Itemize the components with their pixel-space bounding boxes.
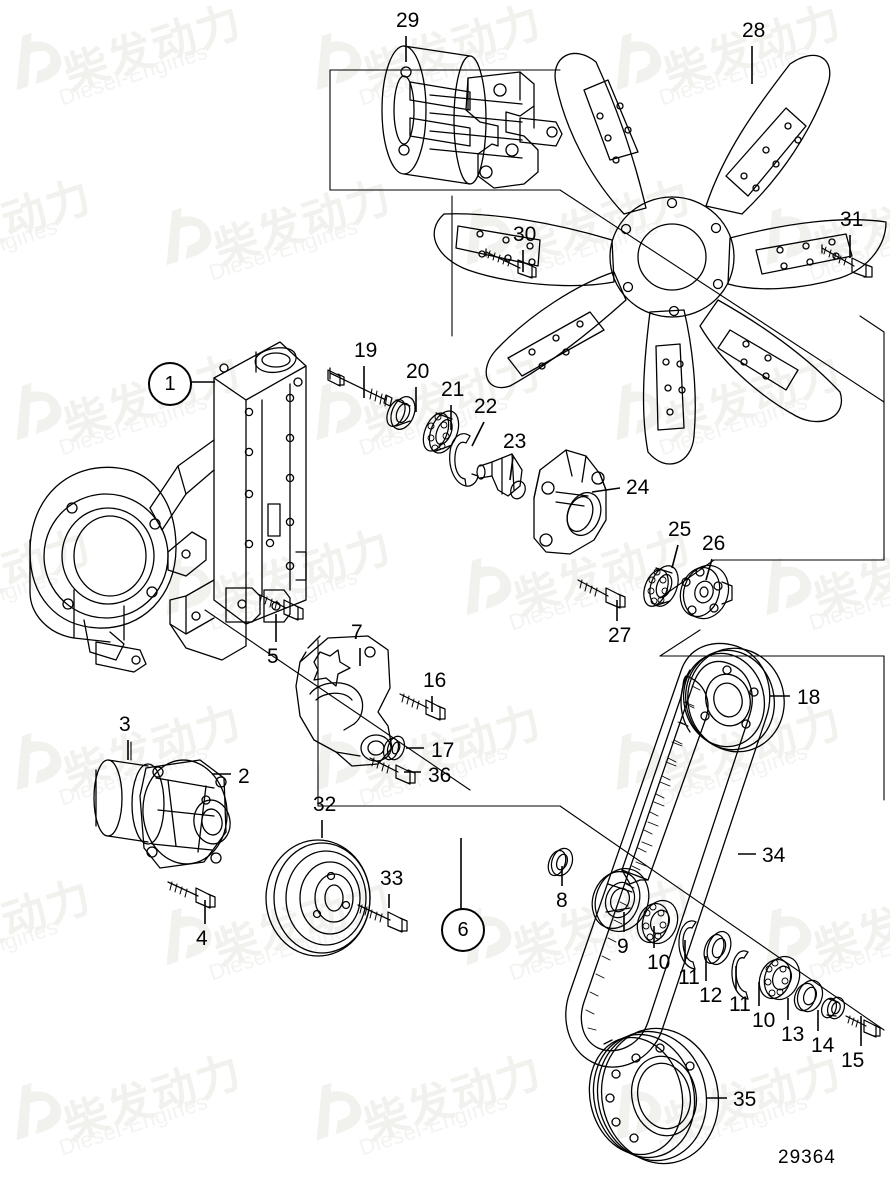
- callout-number-31: 31: [840, 208, 864, 231]
- part-35-crank-pulley: [588, 1027, 720, 1165]
- part-32-pump-pulley: [265, 839, 371, 957]
- callout-number-8: 8: [556, 889, 568, 912]
- callout-number-18: 18: [797, 686, 821, 709]
- callout-number-9: 9: [617, 935, 629, 958]
- callout-number-34: 34: [762, 844, 786, 867]
- leader-line-23: [509, 456, 514, 481]
- part-1-bracket-housing: [29, 341, 307, 673]
- callout-number-26: 26: [702, 532, 726, 555]
- drawing-number: 29364: [778, 1147, 836, 1168]
- callout-number-10: 10: [647, 951, 671, 974]
- leader-line-25: [671, 544, 679, 569]
- callout-number-30: 30: [513, 223, 537, 246]
- part-3-impeller-housing: [93, 759, 165, 845]
- part-8-washer: [547, 847, 574, 877]
- part-9-idler-pulley: [591, 868, 650, 932]
- balloon-6: 6: [441, 908, 485, 952]
- part-14-bushing: [820, 996, 846, 1020]
- callout-number-3: 3: [119, 713, 131, 736]
- part-2-water-pump: [139, 759, 231, 869]
- part-27-screw: [577, 579, 626, 609]
- callout-number-20: 20: [406, 360, 430, 383]
- callout-number-21: 21: [441, 378, 465, 401]
- callout-number-23: 23: [503, 430, 527, 453]
- callout-number-12: 12: [699, 984, 723, 1007]
- callout-number-4: 4: [196, 927, 208, 950]
- balloon-1: 1: [148, 362, 192, 406]
- callout-number-35: 35: [733, 1088, 757, 1111]
- callout-number-15: 15: [841, 1049, 865, 1072]
- callout-number-22: 22: [474, 395, 498, 418]
- callout-number-2: 2: [238, 765, 250, 788]
- callout-number-28: 28: [742, 19, 766, 42]
- part-15-screw: [845, 1015, 881, 1038]
- callout-number-25: 25: [668, 518, 692, 541]
- callout-number-5: 5: [267, 645, 279, 668]
- part-26-hub-flange: [679, 564, 733, 620]
- callout-number-36: 36: [428, 764, 452, 787]
- leader-line-22: [471, 421, 485, 447]
- callout-number-17: 17: [431, 739, 455, 762]
- part-5-screw: [257, 593, 304, 621]
- part-36-screw: [369, 757, 416, 785]
- part-29-fan-hub: [381, 45, 563, 189]
- callout-number-24: 24: [626, 476, 650, 499]
- part-11-circlip-a: [678, 920, 697, 970]
- callout-number-27: 27: [608, 624, 632, 647]
- leader-line-24: [591, 487, 621, 493]
- callout-number-11: 11: [729, 993, 751, 1016]
- callout-number-32: 32: [313, 793, 337, 816]
- part-20-washer: [386, 396, 416, 430]
- callout-number-14: 14: [811, 1034, 835, 1057]
- part-12-spacer: [703, 930, 732, 966]
- callout-number-11: 11: [678, 966, 700, 989]
- callout-number-13: 13: [781, 1023, 805, 1046]
- callout-number-7: 7: [351, 621, 363, 644]
- callout-number-29: 29: [396, 9, 420, 32]
- part-24-fan-drive-bracket: [533, 449, 607, 555]
- part-13-washer: [793, 979, 824, 1013]
- part-10-ball-bearing-a: [636, 899, 679, 945]
- part-17-washer: [382, 735, 406, 761]
- callout-number-33: 33: [380, 867, 404, 890]
- part-33-screw: [357, 904, 408, 933]
- part-16-screw: [399, 693, 446, 721]
- callout-number-16: 16: [423, 669, 447, 692]
- callout-number-10: 10: [752, 1009, 776, 1032]
- part-4-screw: [167, 881, 216, 909]
- part-25-ball-bearing: [643, 565, 679, 607]
- part-31-screw: [821, 244, 873, 278]
- group-boundary-lines: [130, 69, 885, 1031]
- leader-line-26: [705, 558, 713, 581]
- part-18-belt-pulley: [680, 647, 785, 753]
- callout-number-19: 19: [354, 339, 378, 362]
